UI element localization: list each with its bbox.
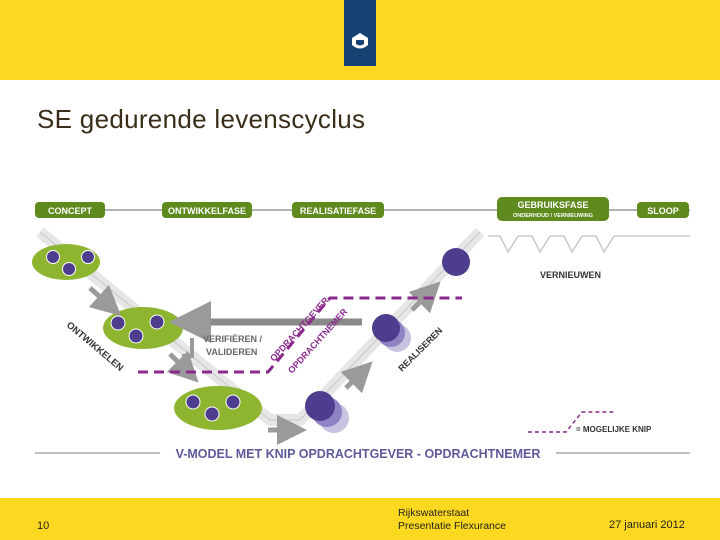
svg-text:CONCEPT: CONCEPT: [48, 206, 93, 216]
verify-arrow-down: [182, 338, 194, 358]
footer-date: 27 januari 2012: [609, 519, 685, 531]
label-verifieren-1: VERIFIËREN /: [203, 334, 263, 344]
detail-ellipse: [174, 386, 262, 430]
label-vernieuwen: VERNIEUWEN: [540, 270, 601, 280]
diagram-caption: V-MODEL MET KNIP OPDRACHTGEVER - OPDRACH…: [176, 447, 541, 461]
arrow-down-1: [88, 284, 122, 317]
realisatie-circles-mid: [372, 314, 411, 352]
svg-text:ONTWIKKELFASE: ONTWIKKELFASE: [168, 206, 246, 216]
svg-text:SLOOP: SLOOP: [647, 206, 679, 216]
svg-text:REALISATIEFASE: REALISATIEFASE: [300, 206, 376, 216]
top-banner: [0, 0, 720, 80]
presentation-name: Presentatie Flexurance: [398, 520, 506, 532]
realisatie-circles-low: [305, 391, 349, 433]
bottom-banner: [0, 498, 720, 540]
phase-sloop: SLOOP: [637, 202, 689, 218]
svg-text:ONDERHOUD / VERNIEUWING: ONDERHOUD / VERNIEUWING: [513, 213, 593, 219]
arrow-up-1: [340, 361, 373, 394]
slide-title: SE gedurende levenscyclus: [37, 104, 366, 134]
phase-ontwikkelfase: ONTWIKKELFASE: [162, 202, 252, 218]
knip-legend-label: = MOGELIJKE KNIP: [576, 425, 652, 434]
gebruik-circle: [442, 248, 470, 276]
footer-organisation: Rijkswaterstaat Presentatie Flexurance: [398, 507, 506, 533]
sawtooth-line: [488, 235, 690, 254]
organisation-name: Rijkswaterstaat: [398, 507, 470, 519]
phase-gebruiksfase: GEBRUIKSFASE ONDERHOUD / VERNIEUWING: [497, 197, 609, 221]
knip-line: [138, 296, 462, 374]
phase-realisatiefase: REALISATIEFASE: [292, 202, 384, 218]
phase-concept: CONCEPT: [35, 202, 105, 218]
ontwikkel-ellipse: [103, 307, 183, 349]
label-verifieren-2: VALIDEREN: [206, 347, 257, 357]
arrow-up-2: [408, 281, 441, 314]
logo-strip: [344, 0, 376, 66]
page-number: 10: [37, 520, 50, 532]
svg-text:GEBRUIKSFASE: GEBRUIKSFASE: [517, 200, 588, 210]
coat-of-arms-icon: [352, 33, 368, 49]
knip-legend-line: [528, 411, 614, 433]
concept-ellipse: [32, 244, 100, 280]
arrow-down-2: [166, 350, 199, 383]
